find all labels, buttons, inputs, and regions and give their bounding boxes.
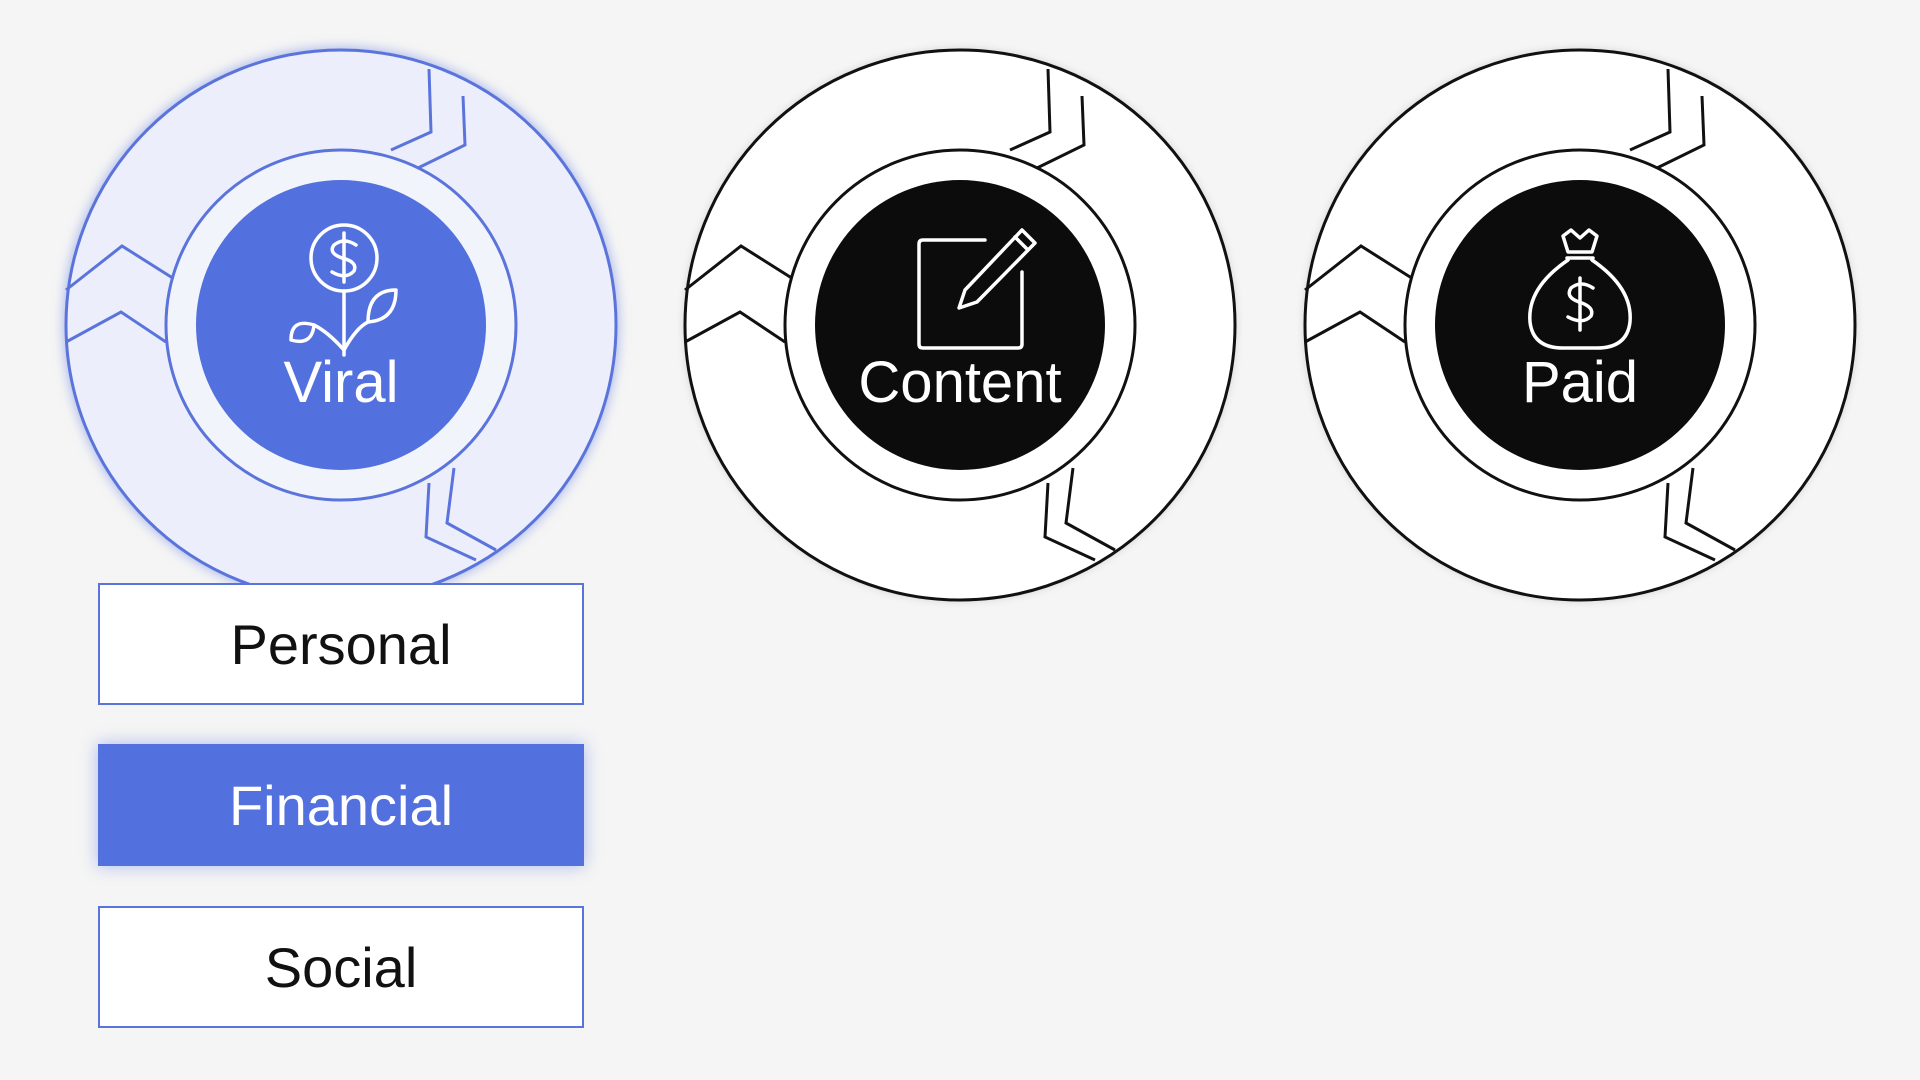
- paid-label: Paid: [1522, 350, 1638, 415]
- paid-cycle-arrow: [1656, 95, 1706, 170]
- money-bag-icon: [1528, 228, 1632, 350]
- option-social[interactable]: Social: [98, 906, 584, 1028]
- money-plant-icon: [289, 223, 398, 357]
- paid-cycle-arrow: [1304, 310, 1406, 344]
- viral-label: Viral: [284, 350, 399, 415]
- paid-loop[interactable]: Paid: [1303, 48, 1857, 602]
- content-loop-graphic: Content: [683, 48, 1237, 602]
- viral-hub: [196, 180, 486, 470]
- content-cycle-arrow: [1036, 95, 1086, 170]
- content-loop[interactable]: Content: [683, 48, 1237, 602]
- content-cycle-arrow: [684, 310, 786, 344]
- viral-cycle-arrow: [424, 482, 477, 562]
- content-hub: [815, 180, 1105, 470]
- edit-pencil-icon: [917, 228, 1037, 350]
- content-label: Content: [858, 350, 1061, 415]
- paid-cycle-arrow: [1663, 482, 1716, 562]
- option-personal[interactable]: Personal: [98, 583, 584, 705]
- viral-cycle-arrow: [417, 95, 467, 170]
- viral-loop-graphic: Viral: [64, 48, 618, 602]
- viral-cycle-arrow: [65, 310, 167, 344]
- viral-loop[interactable]: Viral: [64, 48, 618, 602]
- content-cycle-arrow: [1043, 482, 1096, 562]
- option-financial[interactable]: Financial: [98, 744, 584, 866]
- paid-loop-graphic: Paid: [1303, 48, 1857, 602]
